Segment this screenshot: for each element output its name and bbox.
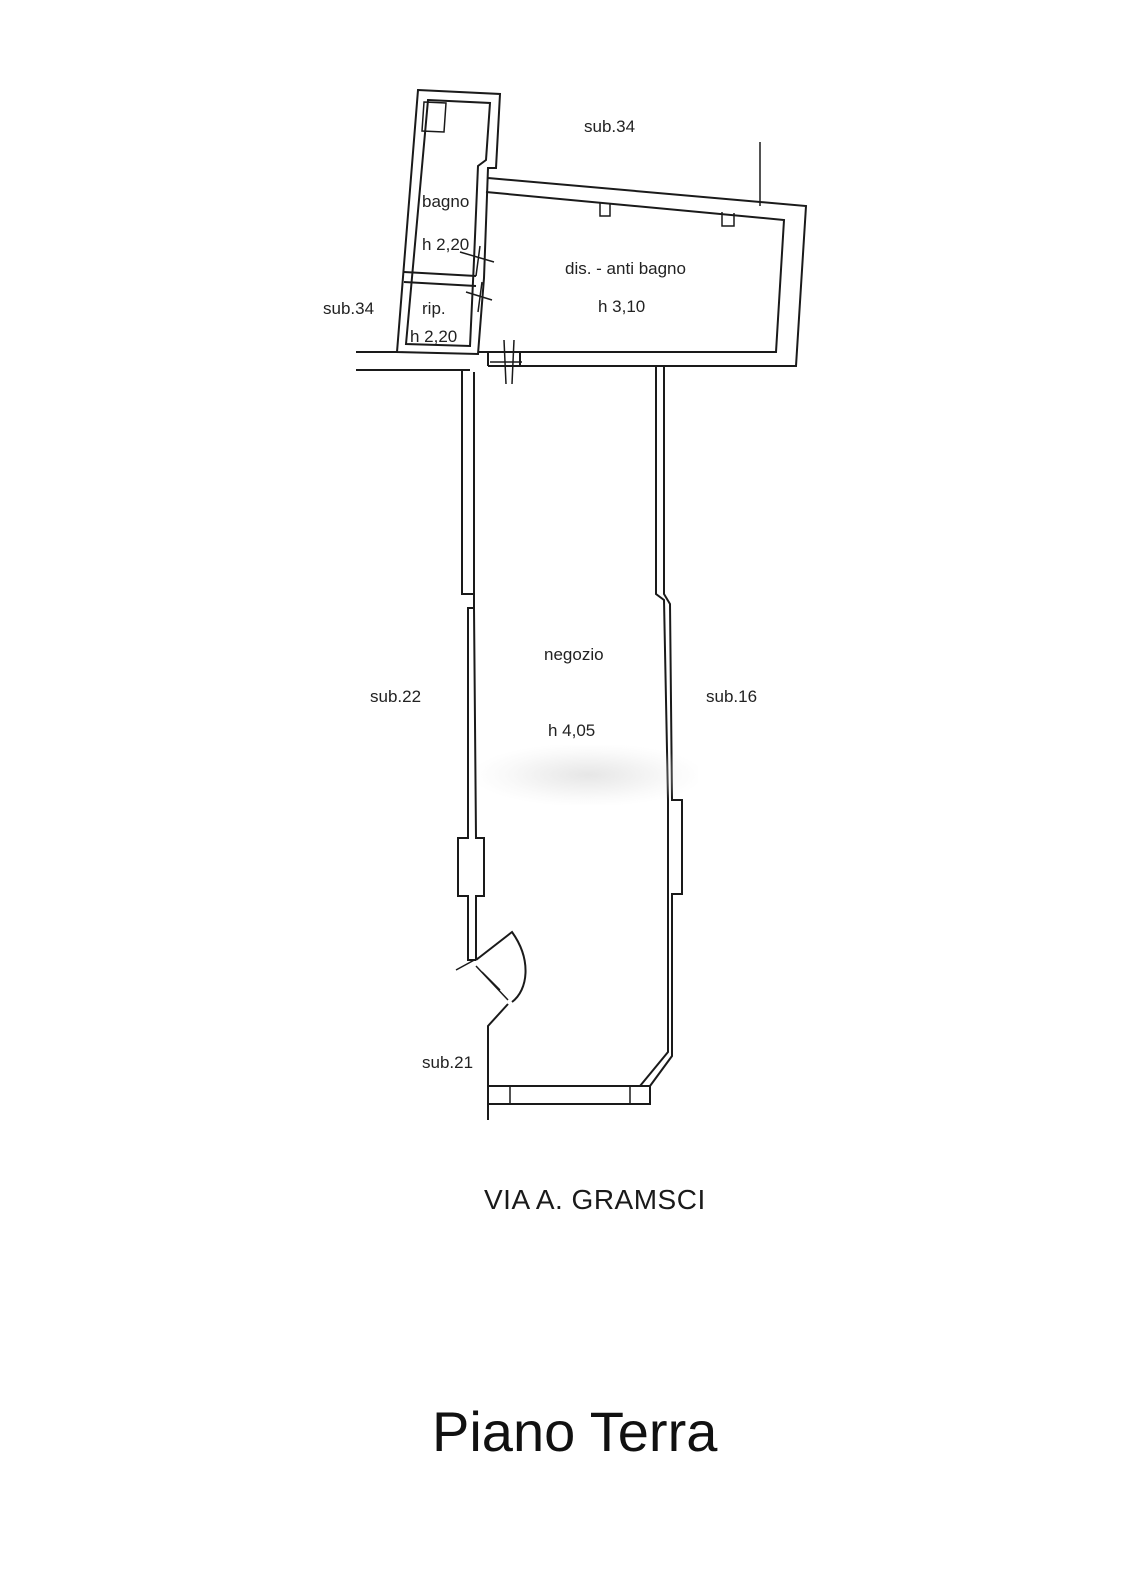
label-west-sub34: sub.34 bbox=[323, 299, 375, 318]
label-bagno-height: h 2,20 bbox=[422, 235, 470, 254]
negozio-west-wall bbox=[457, 370, 476, 961]
shop-front-mullions bbox=[509, 1086, 631, 1104]
floor-title: Piano Terra bbox=[432, 1400, 718, 1463]
bagno-fixture bbox=[421, 101, 447, 133]
label-rip-name: rip. bbox=[422, 299, 446, 318]
west-boundary-wall bbox=[356, 351, 462, 371]
shop-front bbox=[488, 1085, 651, 1105]
doorway-hatch bbox=[490, 339, 522, 385]
bagno-rip-divider bbox=[403, 271, 477, 287]
label-negozio-name: negozio bbox=[544, 645, 604, 664]
label-east-sub16: sub.16 bbox=[706, 687, 758, 706]
bagno-inner-wall bbox=[404, 98, 492, 348]
anti-bagno-niche-1 bbox=[599, 202, 611, 217]
label-north-sub34: sub.34 bbox=[584, 117, 636, 136]
negozio-east-wall bbox=[639, 366, 669, 1087]
label-anti-bagno-name: dis. - anti bagno bbox=[565, 259, 686, 278]
rip-door-hatch bbox=[465, 281, 493, 313]
anti-bagno-niche-2 bbox=[721, 212, 735, 227]
label-negozio-height: h 4,05 bbox=[548, 721, 596, 740]
negozio-west-inner-wall bbox=[473, 372, 485, 960]
label-west-sub22: sub.22 bbox=[370, 687, 422, 706]
entrance-jamb bbox=[487, 1003, 509, 1120]
negozio-east-outer-wall bbox=[649, 366, 683, 1087]
entrance-door-swing bbox=[455, 957, 509, 1001]
bagno-outer-wall bbox=[395, 88, 502, 356]
redacted-blur bbox=[478, 745, 698, 805]
street-name: VIA A. GRAMSCI bbox=[484, 1184, 706, 1215]
negozio-top-wall bbox=[462, 352, 656, 371]
label-southwest-sub21: sub.21 bbox=[422, 1053, 474, 1072]
bagno-door-hatch bbox=[459, 245, 495, 277]
anti-bagno-inner-wall bbox=[478, 191, 786, 353]
label-bagno-name: bagno bbox=[422, 192, 470, 211]
label-anti-bagno-height: h 3,10 bbox=[598, 297, 646, 316]
entrance-door-leaf bbox=[475, 930, 527, 1003]
label-rip-height: h 2,20 bbox=[410, 327, 458, 346]
